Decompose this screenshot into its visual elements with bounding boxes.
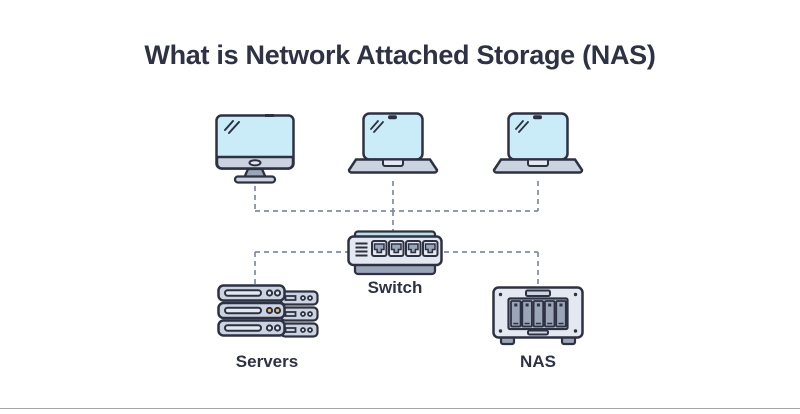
laptop-1 — [347, 112, 439, 183]
switch-ports — [371, 240, 439, 257]
laptop-icon — [492, 112, 584, 174]
network-switch-icon — [347, 230, 443, 276]
bottom-divider-line — [0, 408, 800, 409]
server-stack-icon — [217, 284, 319, 338]
page-title: What is Network Attached Storage (NAS) — [144, 40, 656, 70]
nas-device — [492, 286, 584, 353]
nas-label: NAS — [520, 352, 556, 371]
nas-device-icon — [492, 286, 584, 346]
desktop-computer-icon — [215, 114, 295, 184]
switch-vents — [355, 242, 368, 257]
laptop-icon — [347, 112, 439, 174]
server-back-stack — [279, 290, 319, 338]
laptop-2 — [492, 112, 584, 183]
switch-label: Switch — [367, 278, 423, 297]
server-front-stack — [217, 284, 286, 337]
network-switch — [347, 230, 443, 281]
servers-label: Servers — [235, 352, 299, 371]
desktop-computer — [215, 114, 295, 189]
servers — [217, 284, 319, 347]
drive-bays — [510, 300, 567, 328]
